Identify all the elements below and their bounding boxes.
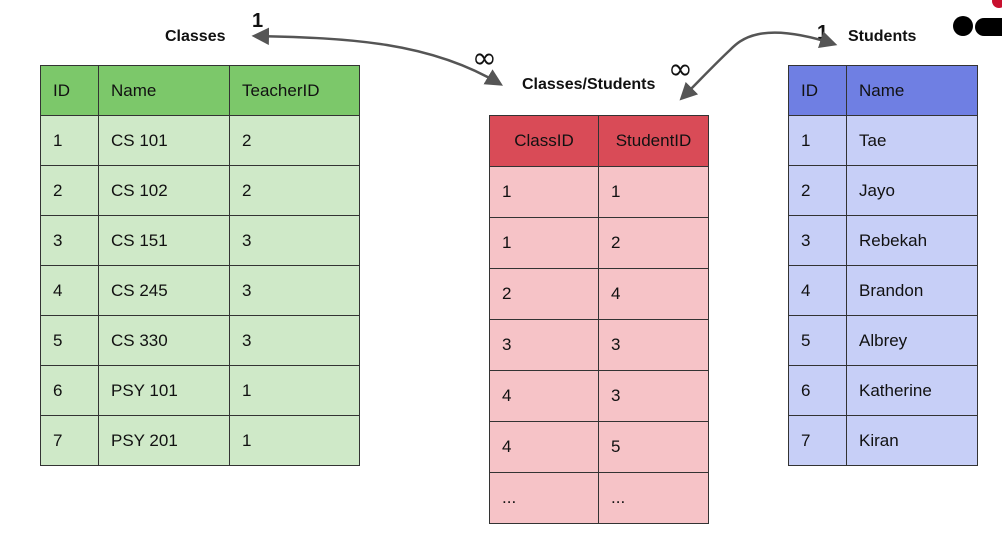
junction-label: Classes/Students [522, 76, 656, 93]
column-header: ID [788, 65, 847, 116]
table-cell: 4 [40, 265, 99, 316]
table-cell: CS 151 [98, 215, 230, 266]
table-cell: 1 [489, 166, 599, 218]
table-cell: ... [598, 472, 709, 524]
table-cell: 6 [40, 365, 99, 416]
table-cell: 1 [788, 115, 847, 166]
table-cell: 1 [229, 365, 360, 416]
table-cell: CS 245 [98, 265, 230, 316]
table-cell: 7 [788, 415, 847, 466]
column-header: Name [846, 65, 978, 116]
table-cell: Katherine [846, 365, 978, 416]
table-cell: 3 [229, 265, 360, 316]
column-header: TeacherID [229, 65, 360, 116]
students-cardinality-one: 1 [817, 22, 829, 44]
classes-cardinality-one: 1 [252, 10, 264, 32]
table-cell: 2 [788, 165, 847, 216]
decorative-dot [953, 16, 973, 36]
table-cell: ... [489, 472, 599, 524]
table-cell: 3 [788, 215, 847, 266]
table-cell: 5 [40, 315, 99, 366]
decorative-corner-dot [992, 0, 1002, 8]
column-header: ID [40, 65, 99, 116]
table-cell: 3 [598, 370, 709, 422]
table-header-row: ID Name TeacherID [40, 65, 360, 116]
table-cell: 3 [598, 319, 709, 371]
table-cell: 3 [489, 319, 599, 371]
table-cell: 3 [229, 315, 360, 366]
column-header: StudentID [598, 115, 709, 167]
column-header: ClassID [489, 115, 599, 167]
table-cell: 2 [229, 115, 360, 166]
table-cell: 1 [598, 166, 709, 218]
table-cell: Albrey [846, 315, 978, 366]
table-row: ...... [489, 472, 709, 524]
table-cell: 4 [598, 268, 709, 320]
table-cell: 5 [598, 421, 709, 473]
junction-cardinality-many-right: ∞ [668, 52, 693, 87]
table-cell: CS 330 [98, 315, 230, 366]
table-cell: Rebekah [846, 215, 978, 266]
classes-label: Classes [165, 28, 226, 45]
decorative-pill [975, 18, 1002, 36]
table-cell: Tae [846, 115, 978, 166]
table-header-row: ClassID StudentID [489, 115, 709, 167]
table-cell: 1 [40, 115, 99, 166]
table-cell: PSY 201 [98, 415, 230, 466]
table-cell: 2 [489, 268, 599, 320]
table-cell: 7 [40, 415, 99, 466]
table-header-row: ID Name [788, 65, 978, 116]
table-cell: 1 [489, 217, 599, 269]
table-cell: 1 [229, 415, 360, 466]
column-header: Name [98, 65, 230, 116]
table-cell: CS 101 [98, 115, 230, 166]
junction-cardinality-many-left: ∞ [472, 41, 497, 76]
table-cell: Jayo [846, 165, 978, 216]
students-label: Students [848, 28, 917, 45]
table-cell: 4 [489, 421, 599, 473]
table-cell: 4 [788, 265, 847, 316]
table-cell: 2 [229, 165, 360, 216]
table-cell: Kiran [846, 415, 978, 466]
table-cell: 6 [788, 365, 847, 416]
table-cell: PSY 101 [98, 365, 230, 416]
table-cell: 3 [229, 215, 360, 266]
table-cell: 2 [40, 165, 99, 216]
table-cell: Brandon [846, 265, 978, 316]
table-cell: 3 [40, 215, 99, 266]
table-cell: 5 [788, 315, 847, 366]
table-cell: CS 102 [98, 165, 230, 216]
table-cell: 4 [489, 370, 599, 422]
table-cell: 2 [598, 217, 709, 269]
